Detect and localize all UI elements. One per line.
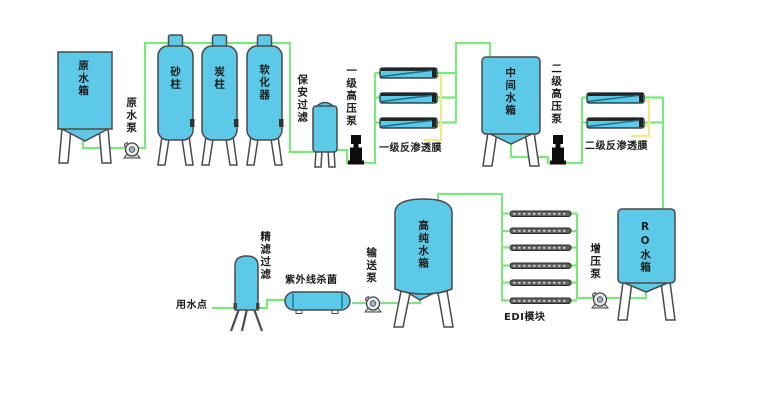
uv-sterilizer-label: 紫外线杀菌: [285, 275, 338, 286]
softener-label: 软化器: [258, 64, 271, 102]
ro-tank-label: RO水箱: [639, 221, 652, 274]
pipe-stage1-concentrate: [424, 74, 443, 142]
stage2-hp-pump-label: 二级高压泵: [550, 63, 563, 126]
high-purity-tank: [393, 198, 454, 328]
pipe-midtank-to-stage2: [509, 96, 587, 165]
stage1-membrane-2: [379, 92, 438, 104]
edi-bar-6: [509, 297, 572, 304]
booster-pump-label: 增压泵: [589, 243, 602, 281]
transfer-pump-icon: [364, 295, 382, 313]
booster-pump-icon: [591, 291, 609, 309]
edi-module: [509, 210, 572, 304]
sand-column-label: 砂柱: [169, 66, 182, 91]
fine-filter-label: 精滤过滤: [259, 231, 272, 281]
stage2-hp-pump-icon: [550, 135, 566, 165]
softener-column: [246, 34, 284, 166]
transfer-pump-label: 输送泵: [365, 247, 378, 285]
carbon-column-label: 炭柱: [213, 66, 226, 91]
pipe-rotank-to-edi: [571, 212, 648, 302]
raw-water-tank: [57, 51, 113, 164]
stage1-hp-pump-icon: [348, 135, 364, 165]
middle-tank-label: 中间水箱: [504, 67, 517, 117]
security-filter-vessel: [312, 101, 338, 168]
high-purity-tank-label: 高纯水箱: [417, 220, 430, 270]
stage1-hp-pump-label: 一级高压泵: [345, 65, 358, 128]
carbon-column: [201, 34, 239, 166]
raw-pump-icon: [123, 141, 141, 159]
pipe-stage2-permeate: [643, 96, 665, 209]
edi-bar-1: [509, 210, 572, 217]
water-use-point-label: 用水点: [176, 300, 208, 311]
edi-bar-5: [509, 279, 572, 286]
pipe-stage1-permeate: [437, 41, 492, 124]
raw-pump-label: 原水泵: [125, 97, 138, 135]
stage1-membrane-1: [379, 67, 438, 79]
stage2-membrane-1: [586, 92, 645, 104]
stage2-ro-membrane-label: 二级反渗透膜: [585, 141, 648, 152]
pipe-raw-feed: [81, 41, 314, 154]
edi-module-label: EDI模块: [504, 312, 546, 323]
middle-water-tank: [481, 56, 541, 167]
sand-column: [157, 34, 195, 166]
edi-bar-3: [509, 244, 572, 251]
raw-tank-label: 原水箱: [77, 60, 90, 98]
fine-filter-column: [229, 255, 264, 332]
uv-sterilizer-vessel: [284, 291, 351, 314]
stage1-ro-membrane-label: 一级反渗透膜: [379, 143, 442, 154]
edi-bar-2: [509, 227, 572, 234]
pipe-edi-to-puretank: [436, 192, 509, 302]
edi-bar-4: [509, 262, 572, 269]
security-filter-label: 保安过滤: [296, 74, 309, 124]
stage1-membrane-3: [379, 117, 438, 129]
pipe-pretreat-to-stage1: [335, 71, 381, 165]
ro-water-tank: [617, 208, 676, 321]
stage2-membrane-2: [586, 117, 645, 129]
